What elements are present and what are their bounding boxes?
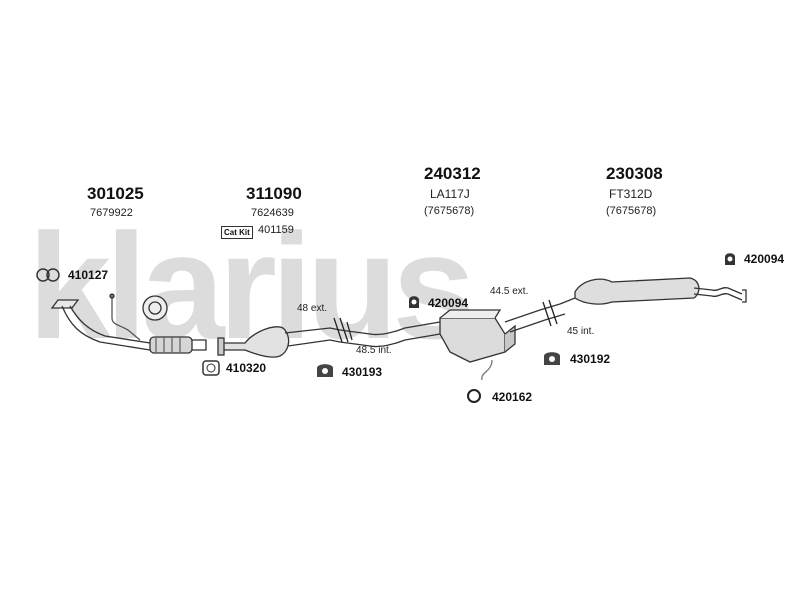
centre-pipe-drawing [339,321,441,348]
part-number-301025: 301025 [87,184,144,203]
flange-gasket-icon [202,360,220,376]
o-ring-icon [467,389,481,403]
rubber-hanger-icon [409,296,419,308]
fitting-410320: 410320 [226,361,267,375]
dimension-45-int: 45 int. [567,326,595,337]
fitting-430193: 430193 [342,365,383,379]
part-number-240312: 240312 [424,164,481,183]
reference-7675678-b: (7675678) [606,205,657,217]
centre-silencer-drawing [439,309,516,381]
cat-kit-code: 401159 [258,224,294,236]
intermediate-pipe-drawing [504,297,576,333]
mounting-rubber-icon [317,364,333,377]
fitting-420094-centre: 420094 [428,296,469,310]
catalytic-converter-drawing [217,326,341,358]
fitting-420094-rear: 420094 [744,252,785,266]
front-pipe-drawing [50,293,207,354]
part-number-311090: 311090 [246,184,302,203]
reference-ft312d: FT312D [609,187,653,201]
cat-kit-badge: Cat Kit [221,226,253,239]
fitting-430192: 430192 [570,352,611,366]
dimension-48-5-int: 48.5 int. [356,345,392,356]
rubber-hanger-icon-rear [725,253,735,265]
fitting-420162: 420162 [492,390,533,404]
part-number-230308: 230308 [606,164,663,183]
reference-7679922: 7679922 [90,207,133,219]
rear-silencer-drawing [574,277,747,305]
fitting-410127: 410127 [68,268,109,282]
reference-7675678-a: (7675678) [424,205,475,217]
reference-la117j: LA117J [430,187,470,201]
dimension-48-ext: 48 ext. [297,303,328,314]
dimension-44-5-ext: 44.5 ext. [490,286,529,297]
gasket-icon [36,268,60,282]
reference-7624639: 7624639 [251,207,294,219]
mounting-rubber-icon-rear [544,352,560,365]
